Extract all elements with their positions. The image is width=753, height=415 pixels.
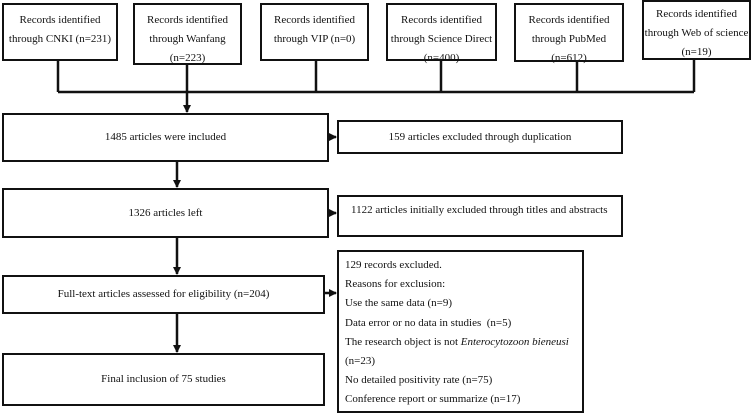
reason-same-data: Use the same data (n=9): [345, 297, 452, 310]
source-web-of-science: Records identified through Web of scienc…: [642, 0, 751, 60]
assessed-box: Full-text articles assessed for eligibil…: [2, 275, 325, 314]
source-science-direct: Records identified through Science Direc…: [386, 3, 497, 64]
final-box: Final inclusion of 75 studies: [2, 353, 325, 406]
fulltext-excluded-box: 129 records excluded. Reasons for exclus…: [337, 250, 584, 413]
source-wanfang: Records identified through Wanfang (n=22…: [133, 3, 242, 65]
titles-excluded-box: 1122 articles initially excluded through…: [337, 195, 623, 237]
reason-wrong-object-count: (n=23): [345, 355, 376, 368]
excluded-count: 129 records excluded.: [345, 259, 442, 271]
species-name: Enterocytozoon bieneusi: [460, 335, 569, 348]
reason-no-positivity: No detailed positivity rate (n=75): [345, 374, 493, 387]
reason-wrong-object-text: The research object is not: [345, 335, 461, 348]
source-vip: Records identified through VIP (n=0): [260, 3, 369, 61]
reason-conference: Conference report or summarize (n=17): [345, 393, 521, 406]
left-box: 1326 articles left: [2, 188, 329, 238]
duplication-excluded-box: 159 articles excluded through duplicatio…: [337, 120, 623, 154]
reason-wrong-object: The research object is not Enterocytozoo…: [345, 333, 576, 352]
included-box: 1485 articles were included: [2, 113, 329, 162]
source-cnki: Records identified through CNKI (n=231): [2, 3, 118, 61]
reason-data-error: Data error or no data in studies (n=5): [345, 316, 512, 329]
reasons-label: Reasons for exclusion:: [345, 278, 446, 291]
source-pubmed: Records identified through PubMed (n=612…: [514, 3, 624, 64]
